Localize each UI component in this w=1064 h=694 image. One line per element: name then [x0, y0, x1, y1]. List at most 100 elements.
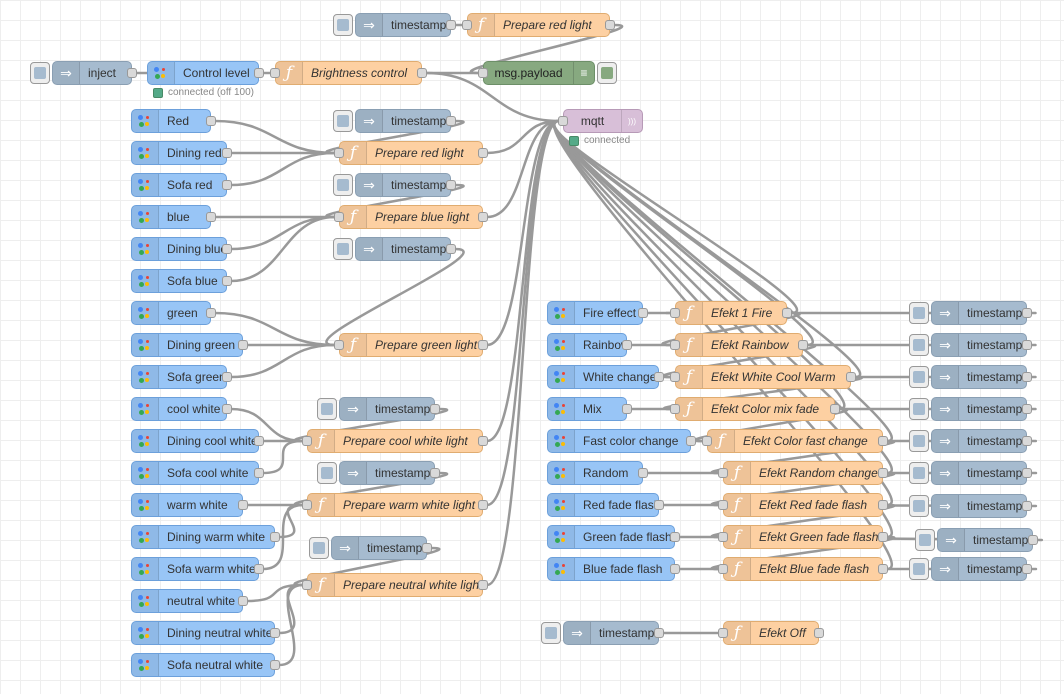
output-port[interactable] — [1022, 340, 1032, 350]
output-port[interactable] — [206, 116, 216, 126]
inject-node-timestamp[interactable]: ⇒timestamp — [355, 13, 456, 37]
output-port[interactable] — [686, 436, 696, 446]
output-port[interactable] — [222, 404, 232, 414]
output-port[interactable] — [446, 244, 456, 254]
output-port[interactable] — [654, 628, 664, 638]
output-port[interactable] — [478, 436, 488, 446]
google-assistant-node-rainbow[interactable]: Rainbow — [547, 333, 632, 357]
inject-node-timestamp[interactable]: ⇒timestamp — [931, 301, 1032, 325]
inject-trigger-button[interactable] — [317, 398, 337, 420]
output-port[interactable] — [1022, 468, 1032, 478]
input-port[interactable] — [670, 340, 680, 350]
wire-ga_dining_warm-to-fn_warm[interactable] — [278, 503, 304, 539]
inject-node-timestamp[interactable]: ⇒timestamp — [563, 621, 664, 645]
output-port[interactable] — [878, 500, 888, 510]
input-port[interactable] — [702, 436, 712, 446]
input-port[interactable] — [718, 628, 728, 638]
inject-trigger-button[interactable] — [909, 398, 929, 420]
input-port[interactable] — [302, 580, 312, 590]
input-port[interactable] — [718, 468, 728, 478]
input-port[interactable] — [462, 20, 472, 30]
input-port[interactable] — [718, 532, 728, 542]
input-port[interactable] — [334, 212, 344, 222]
inject-node-inject[interactable]: ⇒inject — [52, 61, 137, 85]
output-port[interactable] — [127, 68, 137, 78]
output-port[interactable] — [830, 404, 840, 414]
debug-toggle-button[interactable] — [597, 62, 617, 84]
input-port[interactable] — [302, 500, 312, 510]
inject-trigger-button[interactable] — [333, 238, 353, 260]
output-port[interactable] — [1022, 404, 1032, 414]
output-port[interactable] — [417, 68, 427, 78]
output-port[interactable] — [238, 500, 248, 510]
output-port[interactable] — [446, 20, 456, 30]
inject-node-timestamp[interactable]: ⇒timestamp — [355, 173, 456, 197]
inject-trigger-button[interactable] — [333, 174, 353, 196]
output-port[interactable] — [670, 564, 680, 574]
google-assistant-node-green[interactable]: green — [131, 301, 216, 325]
inject-node-timestamp[interactable]: ⇒timestamp — [355, 237, 456, 261]
inject-trigger-button[interactable] — [541, 622, 561, 644]
inject-node-timestamp[interactable]: ⇒timestamp — [931, 429, 1032, 453]
google-assistant-node-green-fade-flash[interactable]: Green fade flash — [547, 525, 680, 549]
input-port[interactable] — [718, 564, 728, 574]
google-assistant-node-dining-blue[interactable]: Dining blue — [131, 237, 232, 261]
input-port[interactable] — [670, 308, 680, 318]
output-port[interactable] — [238, 340, 248, 350]
google-assistant-node-neutral-white[interactable]: neutral white — [131, 589, 248, 613]
output-port[interactable] — [270, 628, 280, 638]
output-port[interactable] — [270, 532, 280, 542]
output-port[interactable] — [638, 468, 648, 478]
google-assistant-node-dining-green[interactable]: Dining green — [131, 333, 248, 357]
google-assistant-node-dining-red[interactable]: Dining red — [131, 141, 232, 165]
inject-trigger-button[interactable] — [333, 14, 353, 36]
output-port[interactable] — [814, 628, 824, 638]
output-port[interactable] — [605, 20, 615, 30]
google-assistant-node-sofa-green[interactable]: Sofa green — [131, 365, 232, 389]
wire-ga_sofa_cool-to-fn_cool[interactable] — [262, 439, 304, 475]
output-port[interactable] — [222, 244, 232, 254]
inject-node-timestamp[interactable]: ⇒timestamp — [931, 333, 1032, 357]
inject-trigger-button[interactable] — [909, 558, 929, 580]
wire-ga_dining_neutral-to-fn_neutral[interactable] — [278, 583, 304, 635]
input-port[interactable] — [270, 68, 280, 78]
google-assistant-node-sofa-neutral-white[interactable]: Sofa neutral white — [131, 653, 280, 677]
wire-ga_neutral-to-fn_neutral[interactable] — [246, 583, 304, 603]
output-port[interactable] — [206, 212, 216, 222]
inject-node-timestamp[interactable]: ⇒timestamp — [931, 557, 1032, 581]
inject-trigger-button[interactable] — [909, 334, 929, 356]
inject-node-timestamp[interactable]: ⇒timestamp — [931, 461, 1032, 485]
wire-fn_red-to-mqtt_out[interactable] — [486, 119, 560, 155]
output-port[interactable] — [478, 148, 488, 158]
output-port[interactable] — [422, 543, 432, 553]
inject-node-timestamp[interactable]: ⇒timestamp — [931, 397, 1032, 421]
output-port[interactable] — [478, 500, 488, 510]
output-port[interactable] — [206, 308, 216, 318]
output-port[interactable] — [446, 180, 456, 190]
inject-trigger-button[interactable] — [909, 366, 929, 388]
output-port[interactable] — [878, 532, 888, 542]
output-port[interactable] — [622, 404, 632, 414]
inject-trigger-button[interactable] — [909, 462, 929, 484]
input-port[interactable] — [302, 436, 312, 446]
output-port[interactable] — [430, 468, 440, 478]
inject-node-timestamp[interactable]: ⇒timestamp — [931, 365, 1032, 389]
output-port[interactable] — [846, 372, 856, 382]
inject-trigger-button[interactable] — [915, 529, 935, 551]
output-port[interactable] — [446, 116, 456, 126]
inject-node-timestamp[interactable]: ⇒timestamp — [355, 109, 456, 133]
input-port[interactable] — [334, 148, 344, 158]
google-assistant-node-sofa-warm-white[interactable]: Sofa warm white — [131, 557, 264, 581]
output-port[interactable] — [654, 500, 664, 510]
